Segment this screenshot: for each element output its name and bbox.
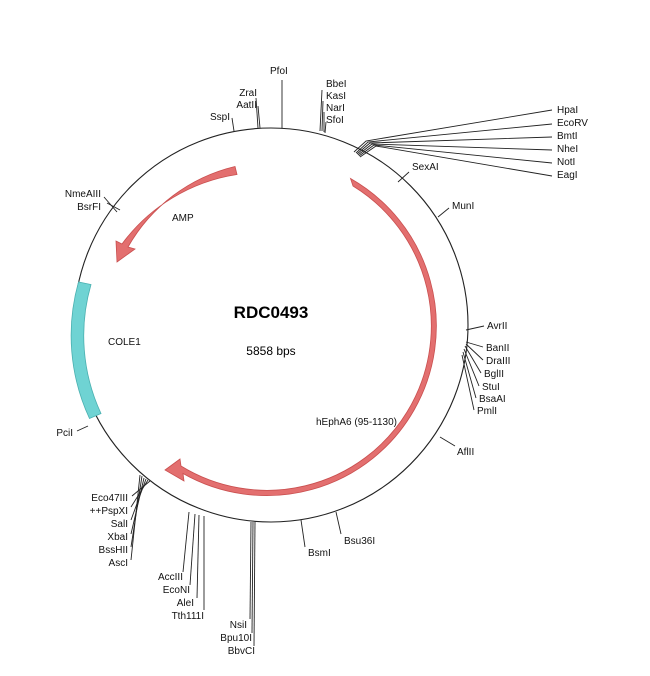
site-label: Bpu10I	[220, 633, 252, 644]
site-label: BsaAI	[479, 394, 506, 405]
feature-cole1-block	[70, 281, 102, 420]
feature-hepha6-arrow	[164, 177, 437, 497]
site-label: SalI	[111, 519, 128, 530]
site-label: StuI	[482, 382, 500, 393]
site-label: AatII	[236, 100, 257, 111]
site-label: AleI	[177, 598, 194, 609]
site-label: SfoI	[326, 115, 344, 126]
plasmid-name: RDC0493	[234, 303, 309, 322]
site-label: AscI	[109, 558, 128, 569]
plasmid-size: 5858 bps	[246, 344, 295, 358]
feature-cole1-label: COLE1	[108, 337, 141, 348]
site-label: BsrFI	[77, 202, 101, 213]
site-label: BglII	[484, 369, 504, 380]
site-label: ++PspXI	[90, 506, 128, 517]
site-label: BssHII	[99, 545, 128, 556]
plasmid-backbone	[73, 127, 469, 523]
site-label: BsmI	[308, 548, 331, 559]
site-label: PfoI	[270, 66, 288, 77]
site-label: NheI	[557, 144, 578, 155]
site-label: BmtI	[557, 131, 578, 142]
site-label: BbeI	[326, 79, 347, 90]
site-label: SspI	[210, 112, 230, 123]
site-labels: PfoI BbeI KasI NarI SfoI ZraI AatII SspI…	[56, 66, 588, 657]
site-label: Eco47III	[91, 493, 128, 504]
site-label: DraIII	[486, 356, 510, 367]
site-label: BanII	[486, 343, 509, 354]
site-label: ZraI	[239, 88, 257, 99]
site-label: Bsu36I	[344, 536, 375, 547]
site-label: BbvCI	[228, 646, 255, 657]
site-label: AflII	[457, 447, 474, 458]
site-label: MunI	[452, 201, 474, 212]
site-label: EcoNI	[163, 585, 190, 596]
site-label: PmlI	[477, 406, 497, 417]
site-label: NsiI	[230, 620, 247, 631]
site-leaders	[76, 80, 553, 647]
site-label: PciI	[56, 428, 73, 439]
feature-amp-label: AMP	[172, 213, 194, 224]
site-label: AvrII	[487, 321, 507, 332]
site-label: Tth111I	[172, 611, 204, 622]
site-label: AccIII	[158, 572, 183, 583]
feature-amp-arrow	[115, 166, 238, 263]
site-label: SexAI	[412, 162, 439, 173]
site-label: EagI	[557, 170, 578, 181]
site-label: HpaI	[557, 105, 578, 116]
site-label: XbaI	[107, 532, 128, 543]
feature-hepha6-label: hEphA6 (95-1130)	[316, 417, 397, 428]
site-label: EcoRV	[557, 118, 588, 129]
site-label: NmeAIII	[65, 189, 101, 200]
site-label: NotI	[557, 157, 575, 168]
site-label: NarI	[326, 103, 345, 114]
site-label: KasI	[326, 91, 346, 102]
